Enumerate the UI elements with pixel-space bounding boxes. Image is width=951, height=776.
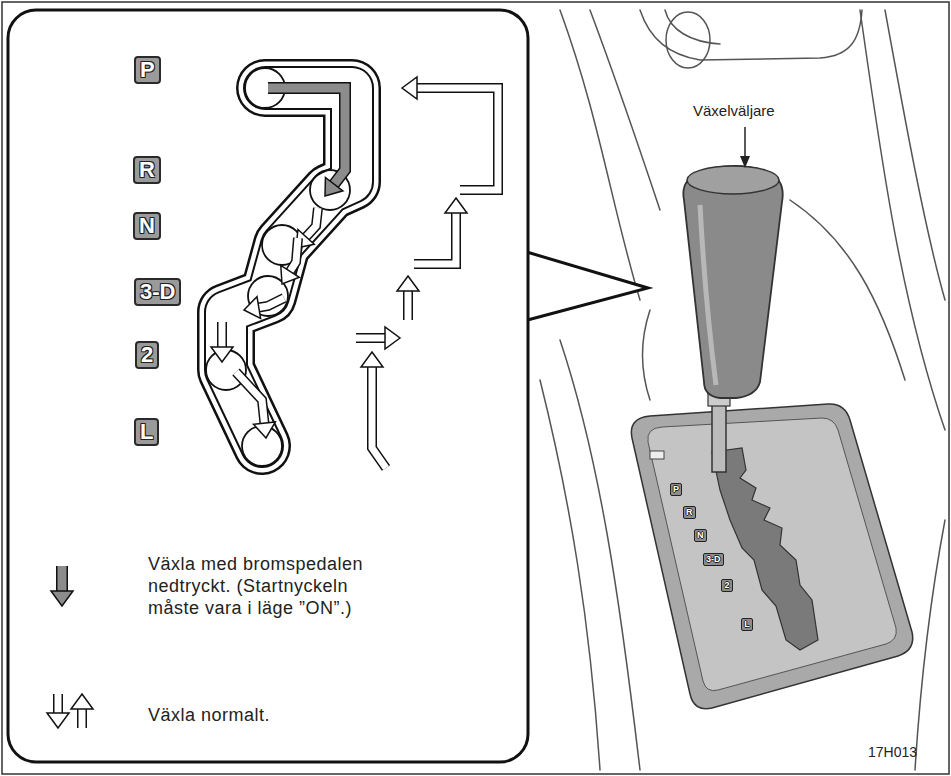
arrow-head (71, 694, 93, 709)
arrow-shaft (268, 88, 345, 184)
arrow-shaft (356, 335, 385, 342)
arrow-head (445, 198, 467, 213)
arrow-shaft-outline (217, 322, 227, 347)
arrow-shaft-outline (356, 333, 385, 343)
arrow-head (281, 265, 300, 284)
arrow-shaft (58, 566, 67, 591)
arrow-head (253, 422, 275, 438)
arrow-shaft (405, 291, 412, 320)
gear-letter: 3-D (140, 280, 175, 304)
gear-letter: L (140, 420, 153, 444)
arrow-shaft-outline (268, 88, 345, 184)
arrow-head (47, 713, 69, 728)
arrow-shaft (372, 367, 386, 468)
gate-gear-label: L (741, 618, 753, 631)
gear-letter: L (744, 619, 750, 630)
callout-label: Växelväljare (693, 102, 775, 119)
gear-label: L (134, 418, 159, 446)
arrow-shaft-outline (56, 566, 68, 591)
arrow-shaft (236, 372, 264, 423)
arrow-shaft (306, 208, 318, 237)
arrow-head (361, 352, 383, 367)
gate-gear-label: N (694, 529, 707, 542)
gear-label: R (133, 156, 161, 184)
arrow-head (51, 591, 73, 606)
gear-letter: N (697, 530, 704, 541)
arrow-head (211, 347, 233, 362)
arrow-shaft-outline (259, 298, 284, 308)
arrow-shaft (414, 213, 456, 264)
gate-gear-label: R (683, 506, 696, 519)
gear-letter: P (673, 484, 679, 495)
arrow-head (325, 177, 343, 196)
arrow-head (397, 276, 419, 291)
gear-label: P (134, 56, 161, 84)
arrow-shaft-outline (372, 367, 386, 468)
gear-letter: P (140, 58, 155, 82)
gear-letter: R (686, 507, 693, 518)
gate-gear-label: 3-D (703, 553, 724, 566)
gear-label: N (133, 212, 161, 240)
gear-letter: R (139, 158, 155, 182)
figure-code: 17H013 (868, 744, 917, 760)
arrow-shaft-outline (77, 709, 87, 728)
gate-gear-label: 2 (721, 579, 733, 592)
gear-label: 2 (135, 341, 159, 369)
arrow-shaft-outline (236, 372, 264, 423)
gear-letter: 3-D (706, 554, 721, 565)
arrow-shaft-outline (53, 694, 63, 713)
arrow-shaft (417, 88, 498, 190)
arrow-shaft (219, 322, 226, 347)
arrow-shaft-outline (306, 208, 318, 237)
arrow-shaft (290, 238, 298, 271)
arrow-head (402, 77, 417, 99)
arrow-shaft-outline (290, 238, 298, 271)
arrow-shaft-outline (414, 213, 456, 264)
arrow-shaft-outline (417, 88, 498, 190)
gear-label: 3-D (134, 278, 181, 306)
gear-letter: N (139, 214, 155, 238)
arrow-shaft-outline (403, 291, 413, 320)
legend-text: Växla med bromspedalen nedtryckt. (Start… (148, 553, 398, 619)
gate-gear-label: P (670, 483, 682, 496)
gear-letter: 2 (141, 343, 153, 367)
arrow-shaft (259, 298, 284, 308)
arrow-shaft (79, 709, 86, 728)
gear-letter: 2 (724, 580, 730, 591)
arrow-shaft (55, 694, 62, 713)
legend-text: Växla normalt. (148, 704, 448, 726)
arrow-head (385, 327, 400, 349)
arrow-head (244, 297, 261, 319)
